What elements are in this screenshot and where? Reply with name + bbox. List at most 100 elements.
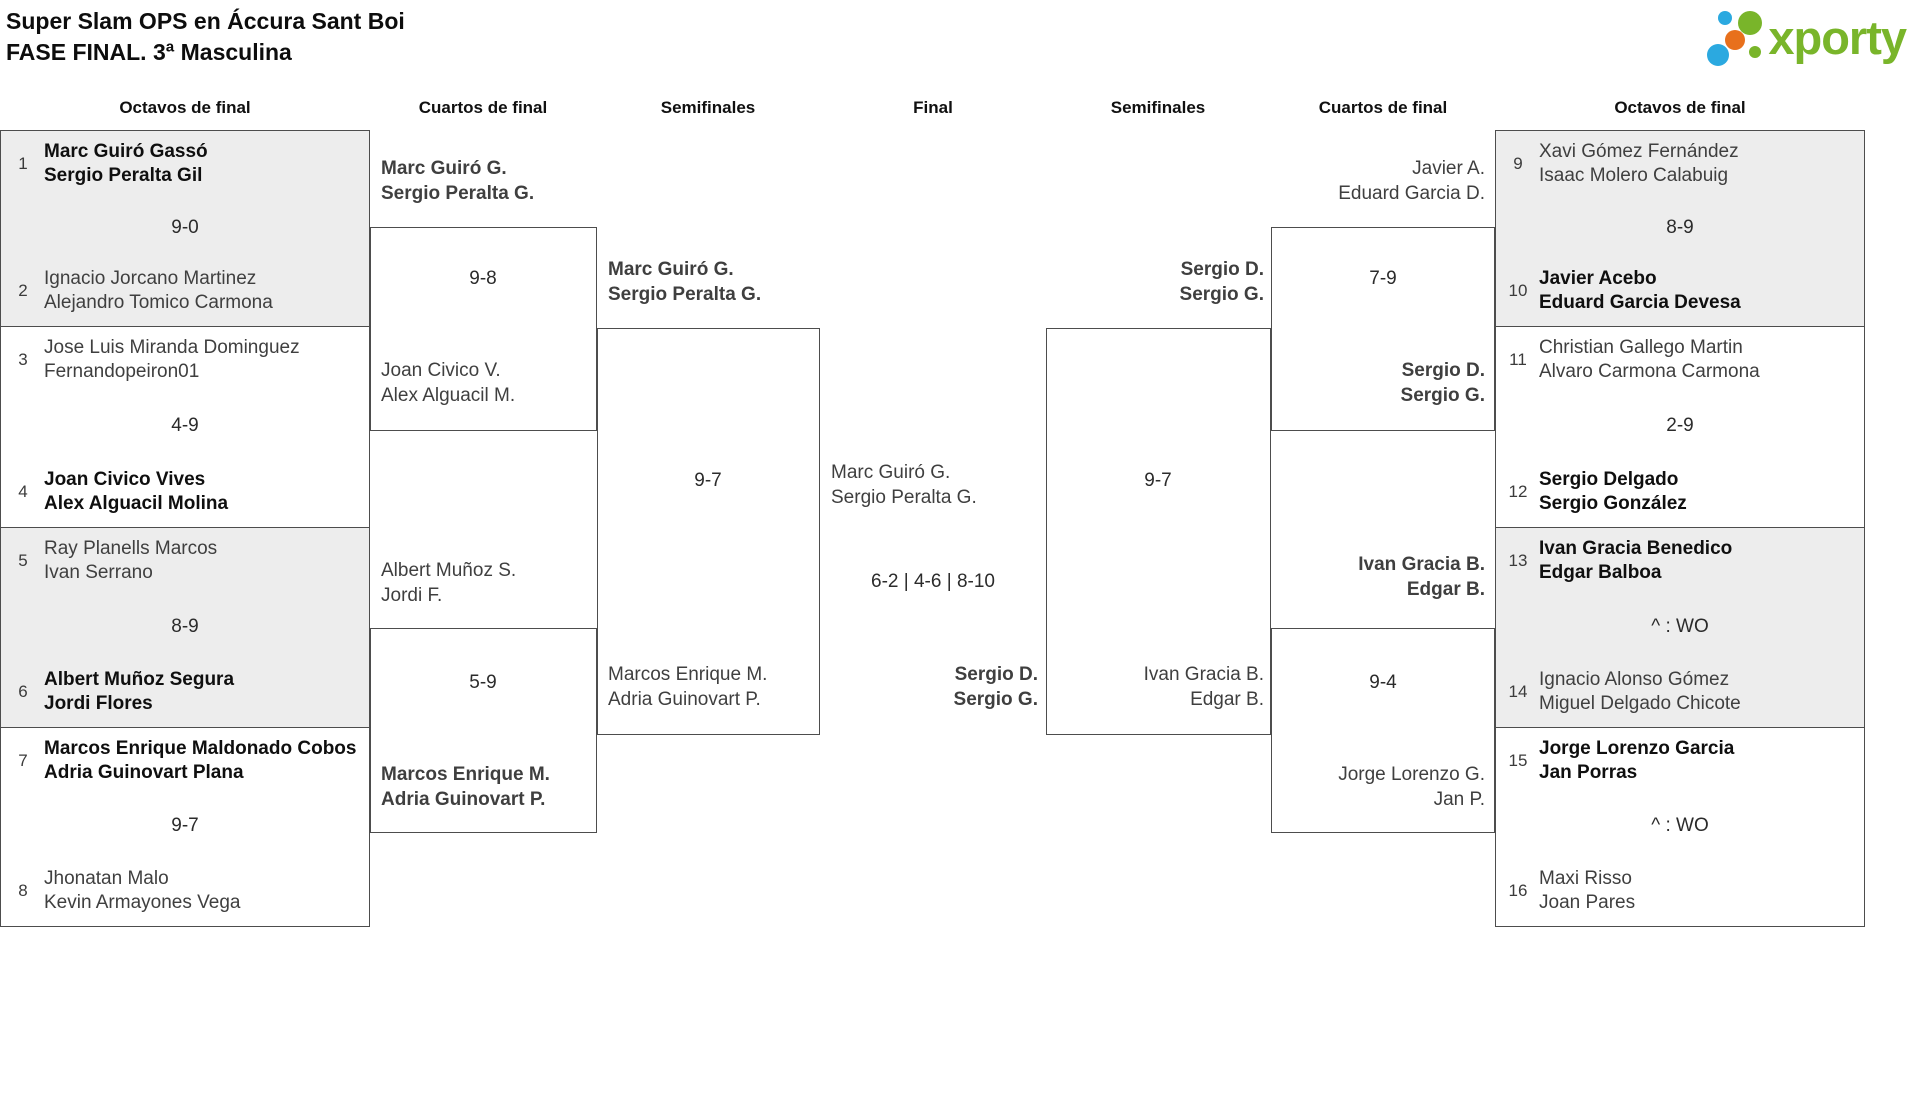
advancing-team-label: Marcos Enrique M. Adria Guinovart P. (608, 664, 768, 710)
match-score: 8-9 (171, 615, 199, 637)
team-seed: 16 (1508, 881, 1528, 900)
team-entry: 1 Marc Guiró Gassó Sergio Peralta Gil (7, 140, 363, 188)
match-score: 9-0 (171, 216, 199, 238)
advancing-team-label: Joan Civico V. Alex Alguacil M. (381, 360, 516, 406)
team-seed: 3 (18, 350, 28, 369)
team-names: Ignacio Alonso Gómez Miguel Delgado Chic… (1539, 669, 1741, 714)
team-seed: 4 (18, 482, 28, 501)
advancing-team-label: Javier A. Eduard Garcia D. (1338, 158, 1485, 204)
team-seed: 13 (1508, 551, 1528, 570)
team-names: Marcos Enrique Maldonado Cobos Adria Gui… (44, 738, 357, 783)
match-score: 9-7 (1144, 470, 1172, 491)
match-score: 5-9 (469, 672, 497, 693)
match-box-r16-r4: 15 Jorge Lorenzo Garcia Jan Porras ^ : W… (1495, 727, 1865, 927)
column-header-final: Final (913, 98, 953, 117)
advancing-team-label: Ivan Gracia B. Edgar B. (1358, 554, 1485, 600)
team-seed: 1 (18, 154, 28, 173)
team-seed: 15 (1508, 751, 1528, 770)
team-names: Sergio Delgado Sergio González (1539, 469, 1687, 514)
team-seed: 5 (18, 551, 28, 570)
team-entry: 15 Jorge Lorenzo Garcia Jan Porras (1502, 737, 1858, 785)
bracket-box-sf-r (1046, 328, 1271, 735)
team-names: Ignacio Jorcano Martinez Alejandro Tomic… (44, 268, 273, 313)
match-box-r16-l1: 1 Marc Guiró Gassó Sergio Peralta Gil 9-… (0, 130, 370, 327)
team-names: Ray Planells Marcos Ivan Serrano (44, 538, 218, 583)
match-box-r16-r1: 9 Xavi Gómez Fernández Isaac Molero Cala… (1495, 130, 1865, 327)
match-box-r16-l3: 5 Ray Planells Marcos Ivan Serrano 8-9 6… (0, 527, 370, 728)
advancing-team-label: Albert Muñoz S. Jordi F. (381, 560, 517, 606)
team-names: Ivan Gracia Benedico Edgar Balboa (1539, 538, 1733, 583)
match-score: ^ : WO (1651, 615, 1709, 637)
team-seed: 10 (1508, 281, 1528, 300)
column-header-sf-left: Semifinales (660, 98, 756, 117)
team-entry: 3 Jose Luis Miranda Dominguez Fernandope… (7, 336, 363, 384)
team-names: Jhonatan Malo Kevin Armayones Vega (44, 868, 241, 913)
match-score: 9-7 (171, 815, 199, 836)
match-score: 7-9 (1369, 268, 1397, 289)
team-names: Joan Civico Vives Alex Alguacil Molina (44, 469, 229, 514)
team-seed: 12 (1508, 482, 1528, 501)
advancing-team-label: Marc Guiró G. Sergio Peralta G. (381, 158, 535, 204)
bracket-box-qf-r1 (1271, 227, 1495, 431)
advancing-team-label: Ivan Gracia B. Edgar B. (1143, 664, 1264, 710)
phase-name: FASE FINAL. 3ª Masculina (6, 39, 292, 65)
team-seed: 14 (1508, 682, 1528, 701)
team-names: Javier Acebo Eduard Garcia Devesa (1539, 268, 1741, 313)
team-entry: 4 Joan Civico Vives Alex Alguacil Molina (7, 468, 363, 516)
team-names: Jose Luis Miranda Dominguez Fernandopeir… (44, 337, 300, 382)
team-entry: 14 Ignacio Alonso Gómez Miguel Delgado C… (1502, 668, 1858, 716)
bracket-box-qf-l1 (370, 227, 597, 431)
column-header-qf-left: Cuartos de final (418, 98, 548, 117)
match-score: ^ : WO (1651, 815, 1709, 836)
team-entry: 10 Javier Acebo Eduard Garcia Devesa (1502, 267, 1858, 315)
team-entry: 5 Ray Planells Marcos Ivan Serrano (7, 537, 363, 585)
xporty-logo-text: xporty (1768, 10, 1907, 64)
team-names: Xavi Gómez Fernández Isaac Molero Calabu… (1539, 141, 1739, 186)
team-seed: 9 (1513, 154, 1523, 173)
bracket-box-qf-r2 (1271, 628, 1495, 833)
column-header-sf-right: Semifinales (1110, 98, 1206, 117)
tournament-name: Super Slam OPS en Áccura Sant Boi (6, 8, 405, 34)
match-score: 4-9 (171, 415, 199, 436)
team-seed: 8 (18, 881, 28, 900)
team-entry: 13 Ivan Gracia Benedico Edgar Balboa (1502, 537, 1858, 585)
match-score: 9-4 (1369, 672, 1397, 693)
team-entry: 12 Sergio Delgado Sergio González (1502, 468, 1858, 516)
column-header-qf-right: Cuartos de final (1318, 98, 1448, 117)
team-entry: 8 Jhonatan Malo Kevin Armayones Vega (7, 867, 363, 915)
match-box-r16-l2: 3 Jose Luis Miranda Dominguez Fernandope… (0, 326, 370, 528)
advancing-team-label: Sergio D. Sergio G. (1179, 259, 1264, 305)
match-score: 9-8 (469, 268, 497, 289)
match-box-r16-l4: 7 Marcos Enrique Maldonado Cobos Adria G… (0, 727, 370, 927)
column-header-r16-left: Octavos de final (119, 98, 251, 117)
team-names: Maxi Risso Joan Pares (1539, 868, 1636, 913)
advancing-team-label: Jorge Lorenzo G. Jan P. (1338, 764, 1485, 810)
finalist-team-label: Marc Guiró G. Sergio Peralta G. (831, 462, 977, 508)
advancing-team-label: Marc Guiró G. Sergio Peralta G. (608, 259, 762, 305)
match-box-r16-r2: 11 Christian Gallego Martin Alvaro Carmo… (1495, 326, 1865, 528)
advancing-team-label: Marcos Enrique M. Adria Guinovart P. (381, 764, 550, 810)
team-seed: 11 (1509, 350, 1527, 369)
column-header-r16-right: Octavos de final (1614, 98, 1746, 117)
match-score: 8-9 (1666, 216, 1694, 238)
team-names: Albert Muñoz Segura Jordi Flores (44, 669, 235, 714)
xporty-logo: xporty (1692, 2, 1907, 72)
advancing-team-label: Sergio D. Sergio G. (1400, 360, 1485, 406)
final-score: 6-2 | 4-6 | 8-10 (871, 571, 995, 592)
finalist-team-label: Sergio D. Sergio G. (953, 664, 1038, 710)
bracket-box-sf-l (597, 328, 820, 735)
team-names: Jorge Lorenzo Garcia Jan Porras (1539, 738, 1735, 783)
team-names: Marc Guiró Gassó Sergio Peralta Gil (44, 141, 208, 186)
team-entry: 7 Marcos Enrique Maldonado Cobos Adria G… (7, 737, 363, 785)
team-seed: 6 (18, 682, 28, 701)
team-entry: 2 Ignacio Jorcano Martinez Alejandro Tom… (7, 267, 363, 315)
xporty-dots-icon (1707, 11, 1763, 66)
match-box-r16-r3: 13 Ivan Gracia Benedico Edgar Balboa ^ :… (1495, 527, 1865, 728)
match-score: 2-9 (1666, 415, 1694, 436)
match-score: 9-7 (694, 470, 722, 491)
page-title: Super Slam OPS en Áccura Sant Boi FASE F… (6, 6, 405, 68)
team-seed: 2 (18, 281, 28, 300)
team-entry: 6 Albert Muñoz Segura Jordi Flores (7, 668, 363, 716)
team-names: Christian Gallego Martin Alvaro Carmona … (1539, 337, 1760, 382)
